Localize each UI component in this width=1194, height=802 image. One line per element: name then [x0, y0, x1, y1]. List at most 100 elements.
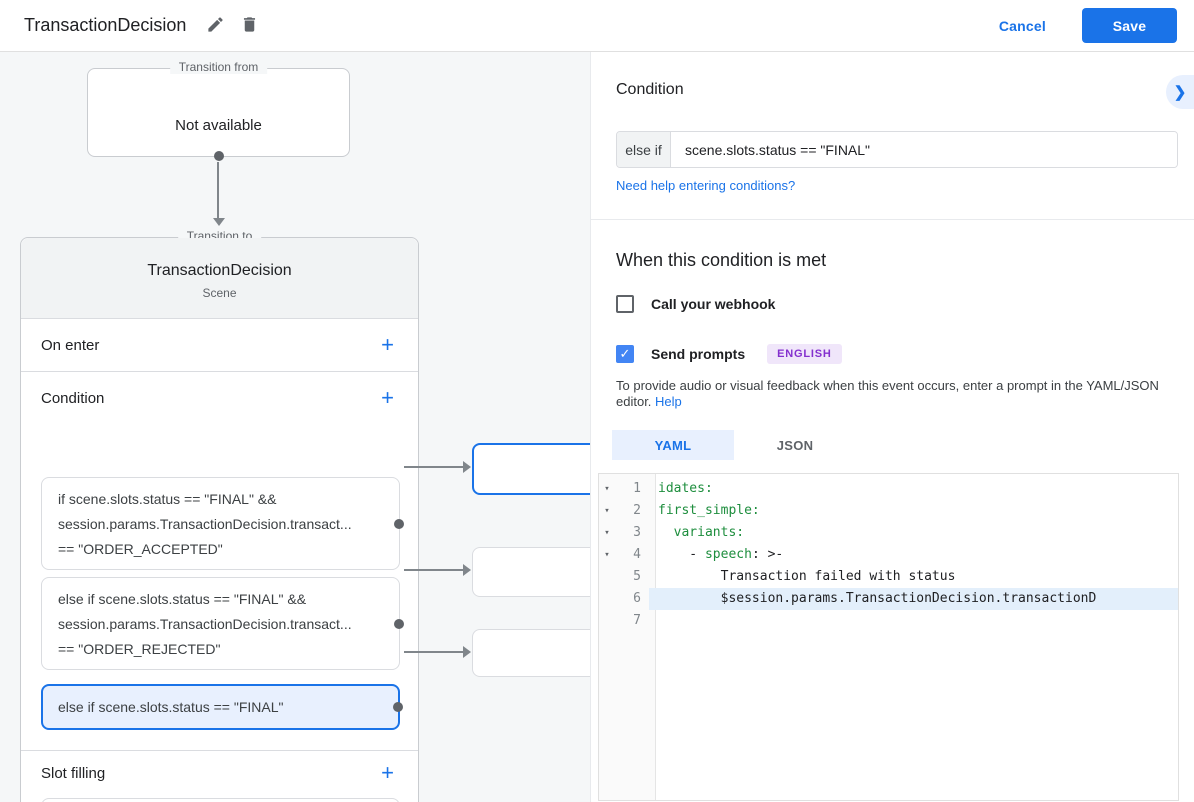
code-text: first_simple: [658, 503, 760, 518]
transition-from-value: Not available [175, 117, 262, 134]
slot-filling-label: Slot filling [41, 764, 106, 782]
add-slot-icon[interactable]: + [381, 760, 394, 785]
fold-spacer [599, 610, 615, 632]
code-text: variants: [658, 525, 745, 540]
pencil-icon [206, 15, 225, 37]
top-bar: TransactionDecision Cancel Save [0, 0, 1194, 52]
prompt-description: To provide audio or visual feedback when… [616, 378, 1172, 410]
transition-from-box: Transition from Not available [87, 60, 350, 161]
on-enter-label: On enter [41, 336, 100, 354]
editor-line-2: ▾ 2 first_simple: [599, 500, 1178, 522]
condition-prefix-label: else if [617, 132, 671, 167]
condition-line: if scene.slots.status == "FINAL" && [58, 491, 277, 507]
panel-heading: Condition [616, 81, 684, 98]
prompts-checkbox-row: ✓ Send prompts ENGLISH [616, 344, 842, 364]
connector-dot [394, 618, 404, 629]
connector-dot [213, 151, 224, 161]
condition-help-link[interactable]: Need help entering conditions? [616, 178, 796, 193]
condition-card-2[interactable]: else if scene.slots.status == "FINAL" &&… [41, 577, 404, 670]
slot-filling-section-header: Slot filling + [41, 760, 394, 785]
condition-1-arrowhead-icon [463, 461, 471, 473]
line-number: 1 [633, 481, 641, 496]
transition-from-legend: Transition from [169, 60, 268, 74]
page-title: TransactionDecision [24, 15, 187, 35]
webhook-checkbox-row: Call your webhook [616, 295, 775, 313]
condition-expression-input[interactable] [671, 132, 1177, 167]
call-webhook-label: Call your webhook [651, 296, 776, 312]
editor-line-6-highlighted: 6 $session.params.TransactionDecision.tr… [599, 588, 1178, 610]
add-condition-icon[interactable]: + [381, 385, 394, 410]
slot-validation-card[interactable]: Slot validation [41, 798, 400, 802]
condition-line: == "ORDER_ACCEPTED" [58, 541, 223, 557]
condition-line: else if scene.slots.status == "FINAL" && [58, 591, 307, 607]
condition-input-group: else if [616, 131, 1178, 168]
line-number: 4 [633, 547, 641, 562]
transition-to-card: Transition to TransactionDecision Scene … [20, 229, 419, 802]
condition-2-arrowhead-icon [463, 564, 471, 576]
fold-arrow-icon[interactable]: ▾ [604, 550, 610, 560]
line-number: 7 [633, 613, 641, 628]
line-number: 5 [633, 569, 641, 584]
collapse-panel-button[interactable]: ❯ [1166, 75, 1194, 109]
trash-icon [240, 15, 259, 37]
condition-2-arrow [404, 569, 464, 571]
section-divider [21, 750, 418, 751]
fold-arrow-icon[interactable]: ▾ [604, 484, 610, 494]
language-badge: ENGLISH [767, 344, 842, 364]
condition-1-arrow [404, 466, 464, 468]
scene-header: TransactionDecision Scene [21, 238, 418, 319]
condition-card-3-selected[interactable]: else if scene.slots.status == "FINAL" [41, 684, 403, 730]
send-prompts-checkbox[interactable]: ✓ [616, 345, 634, 363]
on-enter-section[interactable]: On enter + [21, 319, 418, 372]
code-text: - speech: >- [658, 547, 784, 562]
scene-subtitle: Scene [202, 286, 237, 300]
cancel-button[interactable]: Cancel [998, 17, 1046, 34]
send-prompts-label: Send prompts [651, 346, 746, 362]
transition-arrowhead-icon [213, 218, 225, 226]
condition-line: session.params.TransactionDecision.trans… [58, 616, 352, 632]
code-text: $session.params.TransactionDecision.tran… [649, 588, 1178, 610]
checkmark-icon: ✓ [619, 346, 631, 361]
tab-json[interactable]: JSON [776, 437, 814, 453]
panel-divider [591, 219, 1194, 220]
condition-line: == "ORDER_REJECTED" [58, 641, 221, 657]
yaml-code-editor[interactable]: ▾ 1 idates: ▾ 2 first_simple: ▾ 3 varian… [598, 473, 1179, 801]
add-on-enter-icon[interactable]: + [381, 332, 394, 357]
condition-3-arrowhead-icon [463, 646, 471, 658]
transition-arrow [217, 162, 219, 218]
editor-line-4: ▾ 4 - speech: >- [599, 544, 1178, 566]
code-text: idates: [658, 481, 713, 496]
line-number: 3 [633, 525, 641, 540]
flow-canvas: Transition from Not available Transition… [0, 52, 632, 802]
editor-gutter [599, 474, 656, 800]
condition-card-1[interactable]: if scene.slots.status == "FINAL" && sess… [41, 477, 404, 570]
delete-scene-button[interactable] [232, 9, 266, 43]
fold-spacer [599, 566, 615, 588]
edit-scene-button[interactable] [198, 9, 232, 43]
call-webhook-checkbox[interactable] [616, 295, 634, 313]
condition-section-header: Condition + [41, 385, 394, 410]
editor-line-5: 5 Transaction failed with status [599, 566, 1178, 588]
prompt-description-text: To provide audio or visual feedback when… [616, 378, 1159, 409]
code-text: Transaction failed with status [658, 569, 956, 584]
scene-title: TransactionDecision [147, 262, 292, 279]
fold-spacer [599, 588, 615, 610]
editor-line-7: 7 [599, 610, 1178, 632]
save-button[interactable]: Save [1082, 8, 1177, 43]
condition-detail-panel: ❯ Condition else if Need help entering c… [590, 52, 1194, 802]
fold-arrow-icon[interactable]: ▾ [604, 506, 610, 516]
help-link[interactable]: Help [655, 394, 682, 409]
line-number: 6 [633, 591, 641, 606]
editor-lines: ▾ 1 idates: ▾ 2 first_simple: ▾ 3 varian… [599, 474, 1178, 632]
condition-line: else if scene.slots.status == "FINAL" [58, 698, 284, 715]
editor-line-1: ▾ 1 idates: [599, 478, 1178, 500]
condition-3-arrow [404, 651, 464, 653]
connector-dot [393, 702, 403, 712]
when-condition-heading: When this condition is met [616, 250, 827, 270]
fold-arrow-icon[interactable]: ▾ [604, 528, 610, 538]
chevron-right-icon: ❯ [1173, 84, 1187, 101]
condition-section-label: Condition [41, 389, 105, 407]
tab-yaml[interactable]: YAML [612, 430, 734, 460]
connector-dot [394, 518, 404, 529]
